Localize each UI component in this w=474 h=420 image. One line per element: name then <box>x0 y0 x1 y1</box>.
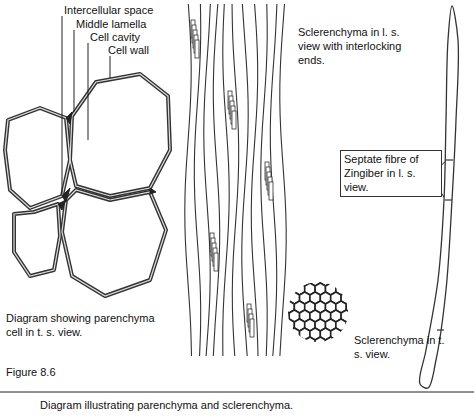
sclerenchyma-ts <box>279 274 367 349</box>
caption: Diagram illustrating parenchyma and scle… <box>40 399 293 411</box>
sclerenchyma-ls-fibres <box>185 4 286 356</box>
part-label: Intercellular space <box>64 4 153 18</box>
figure-label: Septate fibre of Zingiber in l. s. view. <box>340 150 442 197</box>
caption-rule <box>0 392 474 393</box>
figure-label: Sclerenchyma in t. s. view. <box>354 334 454 362</box>
part-label: Cell cavity <box>90 31 140 45</box>
figure-label: Diagram showing parenchyma cell in t. s.… <box>6 312 174 340</box>
part-label: Middle lamella <box>76 18 146 32</box>
figure-label: Sclerenchyma in l. s. view with interloc… <box>298 26 418 67</box>
part-label: Cell wall <box>108 44 149 58</box>
leader-lines <box>62 16 447 200</box>
figure-number: Figure 8.6 <box>6 366 56 380</box>
